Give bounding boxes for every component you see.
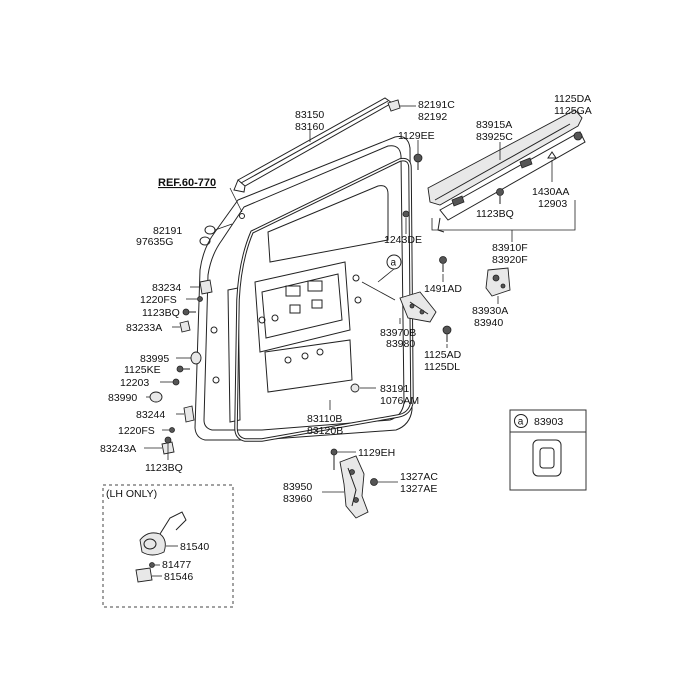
- label-1125ga: 1125GA: [554, 105, 592, 117]
- label-83160: 83160: [295, 121, 324, 133]
- label-83920f: 83920F: [492, 254, 528, 266]
- door-panel: [194, 136, 413, 441]
- label-83120b: 83120B: [307, 425, 343, 437]
- label-12903: 12903: [538, 198, 567, 210]
- inset-a-text: a: [518, 417, 524, 428]
- upper-roller-rail: [427, 109, 586, 233]
- label-83990: 83990: [108, 392, 137, 404]
- part-labels: 83150 83160 82191C 82192 1129EE 83915A 8…: [100, 93, 592, 583]
- label-83940: 83940: [474, 317, 503, 329]
- label-82192: 82192: [418, 111, 447, 123]
- label-1220fs-bottom: 1220FS: [118, 425, 155, 437]
- screw-1220fs-bottom: [162, 427, 175, 433]
- label-1491ad: 1491AD: [424, 283, 462, 295]
- bolt-1123bq-left: [182, 308, 196, 316]
- label-lh-only: (LH ONLY): [106, 488, 157, 500]
- label-83243a: 83243A: [100, 443, 136, 455]
- label-81477: 81477: [162, 559, 191, 571]
- label-83233a: 83233A: [126, 322, 162, 334]
- label-1123bq-top: 1123BQ: [476, 208, 514, 220]
- label-1076am: 1076AM: [380, 395, 419, 407]
- bolt-1123bq-rail: [496, 188, 504, 204]
- label-83234: 83234: [152, 282, 181, 294]
- label-82191: 82191: [153, 225, 182, 237]
- screw-1129eh: [330, 448, 356, 470]
- label-83950: 83950: [283, 481, 312, 493]
- label-1123bq-left: 1123BQ: [142, 307, 180, 319]
- bolt-1125ad: [442, 325, 452, 348]
- bolt-1243de: [402, 210, 410, 234]
- label-81540: 81540: [180, 541, 209, 553]
- lower-hinge-83950: [322, 455, 369, 519]
- part-83990: [146, 391, 163, 403]
- label-1220fs-top: 1220FS: [140, 294, 177, 306]
- label-83930a: 83930A: [472, 305, 508, 317]
- bracket-83910f: [431, 200, 576, 231]
- part-83243a: [144, 441, 175, 455]
- clip-1430aa: [547, 151, 557, 182]
- label-83995: 83995: [140, 353, 169, 365]
- label-97635g: 97635G: [136, 236, 173, 248]
- label-1430aa: 1430AA: [532, 186, 569, 198]
- clip-82191c: [387, 99, 401, 112]
- screw-12203: [160, 378, 180, 386]
- label-1123bq-bottom: 1123BQ: [145, 462, 183, 474]
- label-83110b: 83110B: [307, 413, 342, 425]
- plug-83191: [350, 383, 376, 393]
- label-83244: 83244: [136, 409, 165, 421]
- label-83150: 83150: [295, 109, 324, 121]
- screw-1129ee: [413, 140, 423, 170]
- bolt-1491ad: [439, 256, 447, 282]
- label-83191: 83191: [380, 383, 409, 395]
- label-82191c: 82191C: [418, 99, 455, 111]
- label-ref: REF.60-770: [158, 177, 216, 189]
- label-81546: 81546: [164, 571, 193, 583]
- screw-1220fs-top: [186, 296, 203, 302]
- ref-leader: [229, 187, 243, 213]
- part-83244: [176, 405, 195, 423]
- label-1243de: 1243DE: [384, 234, 422, 246]
- weatherstrip-seal: [234, 157, 414, 442]
- label-83960: 83960: [283, 493, 312, 505]
- label-1129ee: 1129EE: [398, 130, 435, 142]
- label-1125ke: 1125KE: [124, 364, 161, 376]
- label-83925c: 83925C: [476, 131, 513, 143]
- callout-a-text: a: [391, 258, 397, 269]
- bolt-1125ke: [176, 365, 190, 373]
- bolt-1123bq-bottom: [164, 436, 172, 460]
- part-83995: [176, 351, 202, 365]
- label-1129eh: 1129EH: [358, 447, 395, 459]
- label-1327ac: 1327AC: [400, 471, 438, 483]
- door-latch-83930a: [485, 267, 511, 304]
- part-83234: [190, 279, 213, 295]
- label-83970b: 83970B: [380, 327, 416, 339]
- inset-box-83903: a: [509, 409, 587, 491]
- center-hinge-83970b: [361, 281, 437, 324]
- clip-82191: [199, 223, 233, 246]
- label-83903: 83903: [534, 416, 563, 428]
- label-1125ad: 1125AD: [424, 349, 462, 361]
- label-83980: 83980: [386, 338, 415, 350]
- lh-only-box: [102, 484, 234, 608]
- label-1125da: 1125DA: [554, 93, 591, 105]
- callout-a-marker: a: [377, 254, 402, 283]
- label-83910f: 83910F: [492, 242, 528, 254]
- label-1125dl: 1125DL: [424, 361, 460, 373]
- label-1327ae: 1327AE: [400, 483, 437, 495]
- bolt-1327ac: [370, 478, 398, 486]
- label-83915a: 83915A: [476, 119, 512, 131]
- part-83233a: [172, 320, 191, 333]
- label-12203: 12203: [120, 377, 149, 389]
